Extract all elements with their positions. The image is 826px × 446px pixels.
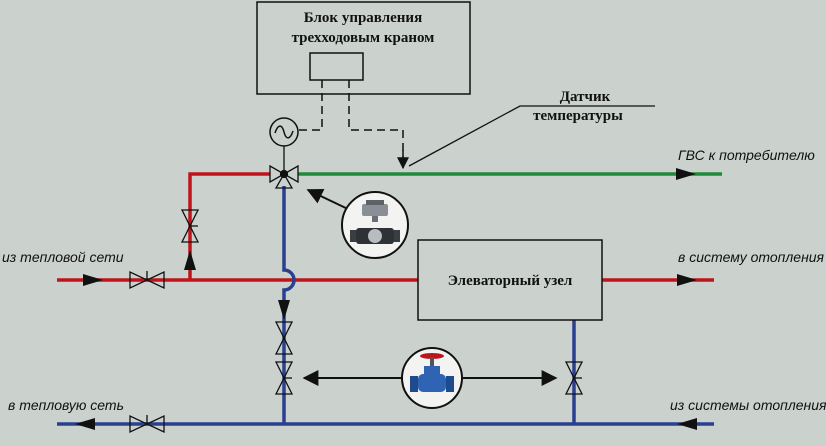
hot-water-flow-arrow — [676, 168, 696, 180]
return-outlet-arrow — [75, 418, 95, 430]
return-pipe — [57, 186, 714, 426]
return-down-arrow — [278, 300, 290, 320]
three-way-valve-pointer — [306, 188, 351, 211]
control-block: Блок управления трехходовым краном — [256, 1, 471, 95]
sensor-leader-line — [408, 105, 655, 167]
sensor-label-line1: Датчик — [560, 89, 611, 105]
sensor-label-line2: температуры — [533, 108, 623, 124]
control-block-title-line2: трехходовым краном — [292, 30, 435, 46]
control-signal-lines — [298, 80, 404, 157]
motor-actuator-icon — [269, 117, 299, 147]
heating-return-arrow — [677, 418, 697, 430]
three-way-valve — [269, 146, 299, 189]
supply-inlet-arrow — [83, 274, 103, 286]
control-block-title-line1: Блок управления — [304, 10, 422, 26]
to-heating-system-label: в систему отопления — [678, 249, 825, 265]
return-valve-upper — [274, 321, 294, 355]
bypass-valve — [180, 209, 200, 243]
from-heating-system-label: из системы отопления — [670, 397, 826, 413]
control-module — [309, 52, 364, 81]
bypass-up-arrow — [184, 250, 196, 270]
return-valve-lower — [274, 361, 294, 395]
return-outlet-valve — [129, 414, 165, 434]
elevator-unit-label: Элеваторный узел — [448, 273, 573, 289]
gate-valve-icon — [401, 347, 463, 409]
heating-return-valve — [564, 361, 584, 395]
to-heat-network-label: в тепловую сеть — [8, 397, 124, 413]
inlet-valve — [129, 270, 165, 290]
hot-water-out-label: ГВС к потребителю — [678, 147, 815, 163]
elevator-unit: Элеваторный узел — [417, 239, 603, 321]
temperature-sensor-label: Датчик температуры — [408, 89, 655, 167]
heating-supply-arrow — [677, 274, 697, 286]
three-way-valve-icon — [341, 191, 409, 259]
from-heat-network-label: из тепловой сети — [2, 249, 124, 265]
